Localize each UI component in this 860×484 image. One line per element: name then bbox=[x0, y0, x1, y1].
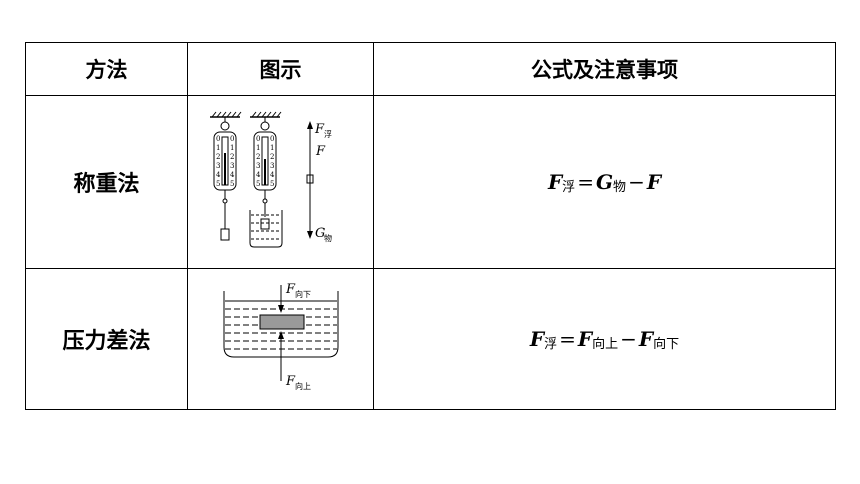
scale-digit: 1 bbox=[216, 144, 220, 152]
formula-term: F bbox=[547, 169, 563, 194]
spring-scale-diagram: 0 1 2 3 4 5 0 1 2 3 4 5 0 1 2 3 4 bbox=[209, 111, 332, 248]
scale-digit: 1 bbox=[270, 144, 274, 152]
formula-cell-pressure: F浮=F向上−F向下 bbox=[373, 268, 836, 410]
formula-subscript: 物 bbox=[613, 179, 627, 195]
formula-equals: = bbox=[559, 326, 576, 351]
label-f-buoyant-sub: 浮 bbox=[324, 129, 332, 139]
label-f-buoyant: F bbox=[314, 122, 325, 137]
scale-digit: 5 bbox=[256, 180, 260, 188]
figure-cell-weighing: 0 1 2 3 4 5 0 1 2 3 4 5 0 1 2 3 4 bbox=[187, 95, 374, 269]
scale-digit: 5 bbox=[216, 180, 220, 188]
scale-digit: 3 bbox=[216, 162, 220, 170]
arrow-down-icon bbox=[277, 305, 284, 313]
method-name-pressure: 压力差法 bbox=[62, 329, 151, 354]
scale-digit: 1 bbox=[230, 144, 234, 152]
scale-digit: 5 bbox=[230, 180, 234, 188]
method-cell-weighing: 称重法 bbox=[25, 95, 188, 269]
method-cell-pressure: 压力差法 bbox=[25, 268, 188, 410]
formula-minus: − bbox=[628, 169, 645, 194]
scale-indicator-right bbox=[263, 159, 266, 185]
table-row-weighing: 称重法 bbox=[25, 95, 836, 269]
scale-digit: 1 bbox=[256, 144, 260, 152]
scale-digit: 2 bbox=[230, 153, 234, 161]
submerged-block bbox=[259, 314, 304, 330]
label-f-downward: F bbox=[285, 282, 296, 297]
scale-digit: 4 bbox=[216, 171, 221, 179]
formula-term: F bbox=[577, 326, 593, 351]
spring-scale-left bbox=[209, 111, 241, 241]
scale-digit: 4 bbox=[230, 171, 235, 179]
scale-digit: 4 bbox=[256, 171, 261, 179]
scale-digit: 0 bbox=[230, 135, 234, 143]
spring-scale-right bbox=[249, 111, 281, 230]
method-name-weighing: 称重法 bbox=[73, 172, 140, 197]
scale-digit: 3 bbox=[270, 162, 274, 170]
scale-digit: 2 bbox=[256, 153, 260, 161]
formula-term: F bbox=[646, 169, 662, 194]
arrow-up-icon bbox=[277, 331, 284, 339]
formula-term: G bbox=[595, 169, 614, 194]
arrow-down-icon bbox=[306, 231, 313, 239]
formula-equals: = bbox=[577, 169, 594, 194]
scale-digit: 3 bbox=[256, 162, 260, 170]
scale-digit: 2 bbox=[270, 153, 274, 161]
formula-cell-weighing: F浮=G物−F bbox=[373, 95, 836, 269]
header-formula: 公式及注意事项 bbox=[373, 42, 836, 96]
figure-cell-pressure: F 向下 F 向上 bbox=[187, 268, 374, 410]
formula-pressure: F浮=F向上−F向下 bbox=[529, 326, 680, 352]
scale-digit: 0 bbox=[216, 135, 220, 143]
buoyancy-methods-table: 方法 图示 公式及注意事项 称重法 bbox=[25, 42, 836, 410]
label-f-upward-sub: 向上 bbox=[295, 381, 311, 391]
beaker-icon bbox=[249, 210, 282, 248]
arrow-up-icon bbox=[306, 121, 313, 129]
formula-weighing: F浮=G物−F bbox=[547, 169, 662, 195]
scale-digit: 3 bbox=[230, 162, 234, 170]
pressure-difference-diagram: F 向下 F 向上 bbox=[223, 282, 338, 391]
table-row-pressure: 压力差法 bbox=[25, 268, 836, 410]
formula-term: F bbox=[638, 326, 654, 351]
header-method: 方法 bbox=[25, 42, 188, 96]
table-header-row: 方法 图示 公式及注意事项 bbox=[25, 42, 836, 96]
formula-subscript: 浮 bbox=[562, 179, 576, 195]
scale-digit: 0 bbox=[270, 135, 274, 143]
scale-digit: 0 bbox=[256, 135, 260, 143]
label-g-weight-sub: 物 bbox=[324, 233, 332, 243]
formula-subscript: 浮 bbox=[544, 336, 558, 352]
formula-subscript: 向上 bbox=[592, 336, 619, 352]
label-f-reading: F bbox=[315, 144, 326, 159]
formula-minus: − bbox=[620, 326, 637, 351]
scale-digit: 5 bbox=[270, 180, 274, 188]
label-g-weight: G bbox=[315, 226, 325, 241]
formula-subscript: 向下 bbox=[653, 336, 680, 352]
label-f-downward-sub: 向下 bbox=[295, 289, 311, 299]
scale-indicator-left bbox=[223, 153, 226, 185]
scale-digit: 4 bbox=[270, 171, 275, 179]
force-arrows bbox=[306, 127, 313, 233]
header-figure: 图示 bbox=[187, 42, 374, 96]
scale-digit: 2 bbox=[216, 153, 220, 161]
formula-term: F bbox=[529, 326, 545, 351]
label-f-upward: F bbox=[285, 374, 296, 389]
